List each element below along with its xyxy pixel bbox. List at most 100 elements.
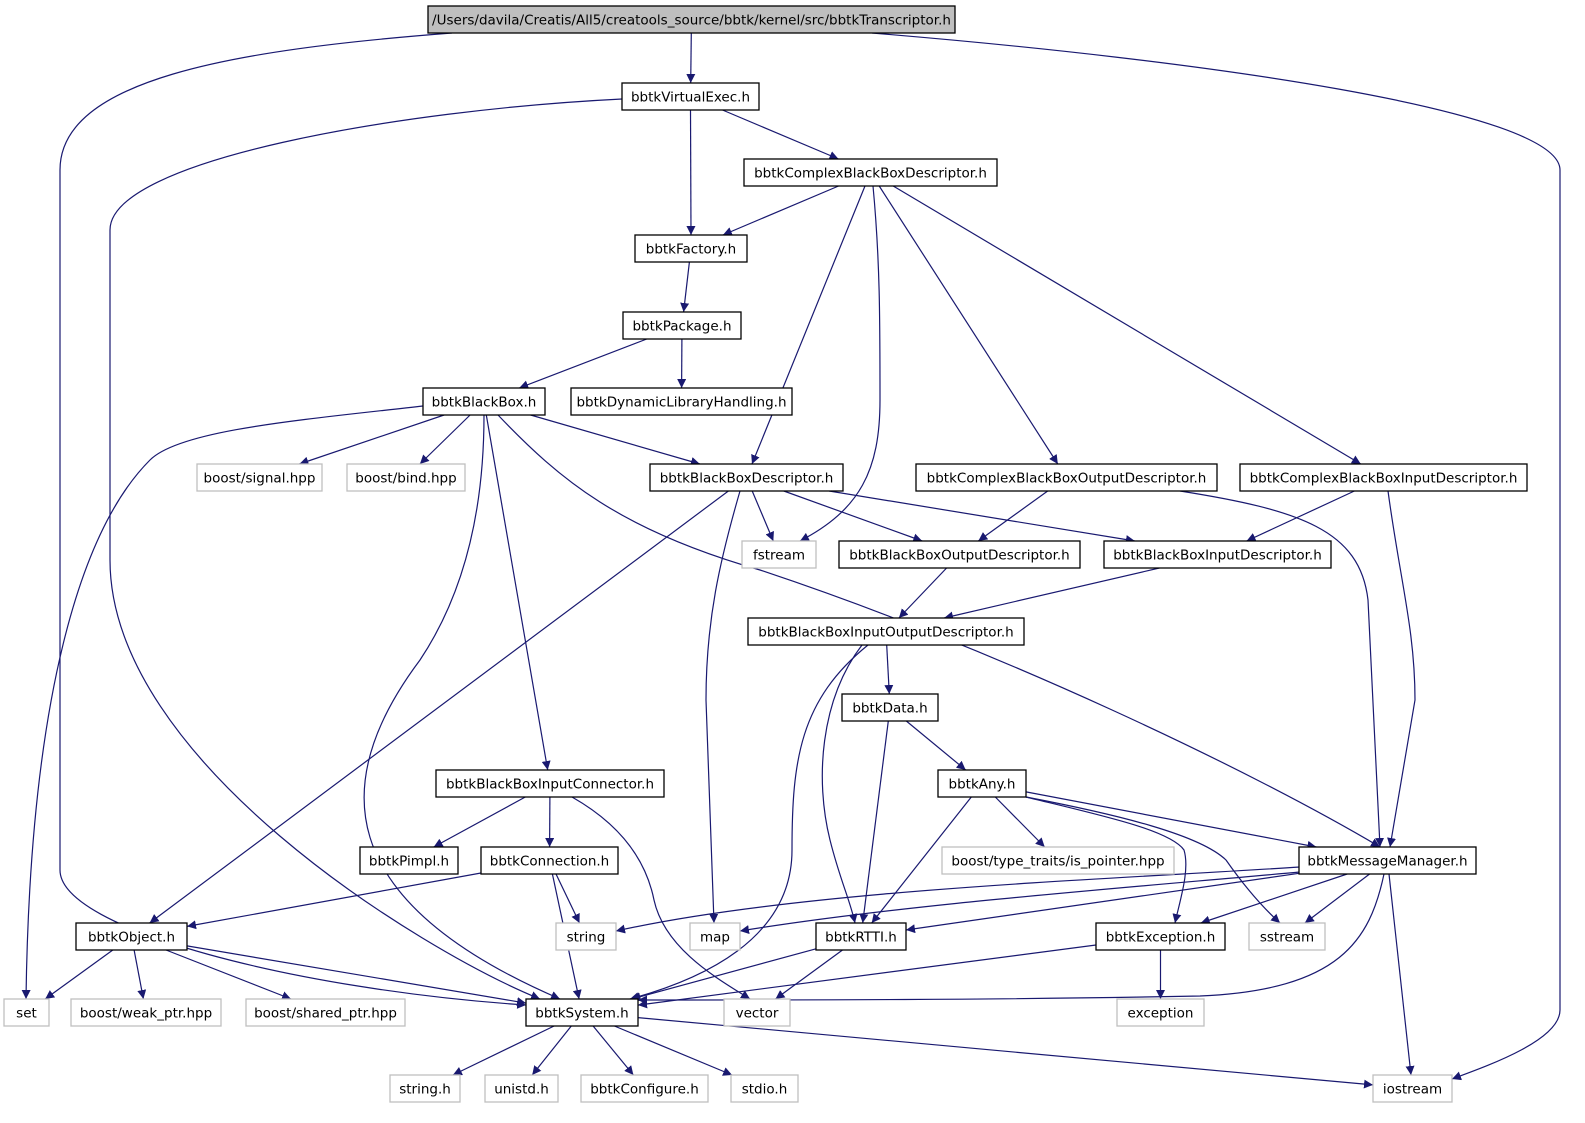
edge-transcriptor-to-virtualexec — [686, 32, 696, 84]
node-label-connection: bbtkConnection.h — [490, 854, 609, 870]
edge-bbiodesc-to-rtti — [821, 644, 863, 924]
node-box-weakptr — [70, 998, 222, 1027]
node-ispointer[interactable]: boost/type_traits/is_pointer.hpp — [941, 846, 1175, 875]
node-weakptr[interactable]: boost/weak_ptr.hpp — [70, 998, 222, 1027]
node-boostbind[interactable]: boost/bind.hpp — [346, 463, 466, 492]
node-label-object: bbtkObject.h — [88, 930, 175, 946]
node-label-bbdesc: bbtkBlackBoxDescriptor.h — [660, 471, 834, 487]
node-string[interactable]: string — [555, 922, 617, 951]
node-configure[interactable]: bbtkConfigure.h — [580, 1074, 709, 1103]
node-label-any: bbtkAny.h — [949, 777, 1016, 793]
node-map[interactable]: map — [689, 922, 741, 951]
edge-bbdesc-to-map — [705, 490, 741, 924]
edge-object-to-system — [186, 945, 527, 1007]
node-factory[interactable]: bbtkFactory.h — [634, 234, 748, 263]
node-box-any — [937, 769, 1027, 798]
node-bbdesc[interactable]: bbtkBlackBoxDescriptor.h — [649, 463, 844, 492]
node-box-complexbbdesc — [743, 158, 998, 187]
edge-blackbox-to-inputconn — [485, 414, 551, 771]
node-stdio[interactable]: stdio.h — [730, 1074, 799, 1103]
node-box-sstream — [1248, 922, 1326, 951]
node-inputconn[interactable]: bbtkBlackBoxInputConnector.h — [435, 769, 665, 798]
node-box-bbiodesc — [747, 617, 1025, 646]
node-virtualexec[interactable]: bbtkVirtualExec.h — [621, 82, 760, 111]
node-label-stringh: string.h — [399, 1082, 451, 1098]
node-iostream[interactable]: iostream — [1372, 1074, 1453, 1103]
node-box-transcriptor — [427, 5, 956, 34]
node-complexbbdesc[interactable]: bbtkComplexBlackBoxDescriptor.h — [743, 158, 998, 187]
node-label-virtualexec: bbtkVirtualExec.h — [631, 90, 750, 106]
node-package[interactable]: bbtkPackage.h — [622, 311, 742, 340]
node-cbbindesc[interactable]: bbtkComplexBlackBoxInputDescriptor.h — [1239, 463, 1528, 492]
node-object[interactable]: bbtkObject.h — [75, 922, 188, 951]
edge-bbdesc-to-object — [149, 490, 729, 924]
node-box-object — [75, 922, 188, 951]
node-label-cbbindesc: bbtkComplexBlackBoxInputDescriptor.h — [1250, 471, 1518, 487]
edge-cbboutdesc-to-msgmgr — [1179, 490, 1385, 848]
node-box-string — [555, 922, 617, 951]
edge-complexbbdesc-to-factory — [722, 185, 839, 236]
node-rtti[interactable]: bbtkRTTI.h — [815, 922, 907, 951]
edge-bbiodesc-to-system — [629, 644, 869, 1001]
node-bbiodesc[interactable]: bbtkBlackBoxInputOutputDescriptor.h — [747, 617, 1025, 646]
node-label-sharedptr: boost/shared_ptr.hpp — [254, 1006, 397, 1022]
node-label-inputconn: bbtkBlackBoxInputConnector.h — [446, 777, 654, 793]
node-box-blackbox — [422, 387, 546, 416]
node-box-ispointer — [941, 846, 1175, 875]
node-label-fstream: fstream — [753, 548, 805, 564]
edge-cbbindesc-to-bbindesc — [1246, 490, 1355, 542]
node-sstream[interactable]: sstream — [1248, 922, 1326, 951]
node-dynlib[interactable]: bbtkDynamicLibraryHandling.h — [570, 387, 793, 416]
edge-msgmgr-to-map — [739, 871, 1301, 934]
node-sharedptr[interactable]: boost/shared_ptr.hpp — [245, 998, 406, 1027]
edge-virtualexec-to-system — [109, 98, 623, 1000]
node-box-set — [3, 998, 50, 1027]
node-connection[interactable]: bbtkConnection.h — [480, 846, 619, 875]
node-cbboutdesc[interactable]: bbtkComplexBlackBoxOutputDescriptor.h — [915, 463, 1218, 492]
edge-object-to-weakptr — [133, 949, 147, 1000]
node-label-ispointer: boost/type_traits/is_pointer.hpp — [951, 854, 1164, 870]
node-box-data — [841, 693, 939, 722]
node-system[interactable]: bbtkSystem.h — [525, 998, 639, 1027]
node-transcriptor[interactable]: /Users/davila/Creatis/All5/creatools_sou… — [427, 5, 956, 34]
node-box-bbindesc — [1103, 540, 1332, 569]
node-box-rtti — [815, 922, 907, 951]
node-bbindesc[interactable]: bbtkBlackBoxInputDescriptor.h — [1103, 540, 1332, 569]
edge-exception_h-to-system — [637, 944, 1097, 1009]
edge-msgmgr-to-iostream — [1388, 873, 1415, 1076]
node-fstream[interactable]: fstream — [741, 540, 817, 569]
node-data[interactable]: bbtkData.h — [841, 693, 939, 722]
node-pimpl[interactable]: bbtkPimpl.h — [359, 846, 459, 875]
node-label-blackbox: bbtkBlackBox.h — [432, 395, 537, 411]
node-blackbox[interactable]: bbtkBlackBox.h — [422, 387, 546, 416]
node-set[interactable]: set — [3, 998, 50, 1027]
node-box-exception_h — [1095, 922, 1226, 951]
node-box-cbboutdesc — [915, 463, 1218, 492]
node-box-cbbindesc — [1239, 463, 1528, 492]
node-box-package — [622, 311, 742, 340]
edge-blackbox-to-boostbind — [419, 414, 471, 465]
edge-system-to-stringh — [452, 1025, 555, 1076]
node-any[interactable]: bbtkAny.h — [937, 769, 1027, 798]
node-label-exception_h: bbtkException.h — [1106, 930, 1216, 946]
node-msgmgr[interactable]: bbtkMessageManager.h — [1298, 846, 1477, 875]
node-label-package: bbtkPackage.h — [632, 319, 731, 335]
node-boostsignal[interactable]: boost/signal.hpp — [196, 463, 323, 492]
node-bboutdesc[interactable]: bbtkBlackBoxOutputDescriptor.h — [838, 540, 1081, 569]
node-stringh[interactable]: string.h — [389, 1074, 461, 1103]
node-label-configure: bbtkConfigure.h — [590, 1082, 699, 1098]
edge-any-to-exception_h — [1025, 796, 1187, 924]
node-box-msgmgr — [1298, 846, 1477, 875]
node-exception[interactable]: exception — [1116, 998, 1205, 1027]
node-box-fstream — [741, 540, 817, 569]
edge-rtti-to-system — [631, 948, 817, 1001]
node-box-virtualexec — [621, 82, 760, 111]
node-exception_h[interactable]: bbtkException.h — [1095, 922, 1226, 951]
node-vector[interactable]: vector — [723, 998, 791, 1027]
node-unistd[interactable]: unistd.h — [484, 1074, 559, 1103]
node-label-string: string — [567, 930, 606, 946]
node-label-msgmgr: bbtkMessageManager.h — [1307, 854, 1467, 870]
edge-rtti-to-vector — [775, 949, 843, 1000]
edge-bboutdesc-to-bbiodesc — [898, 567, 948, 619]
